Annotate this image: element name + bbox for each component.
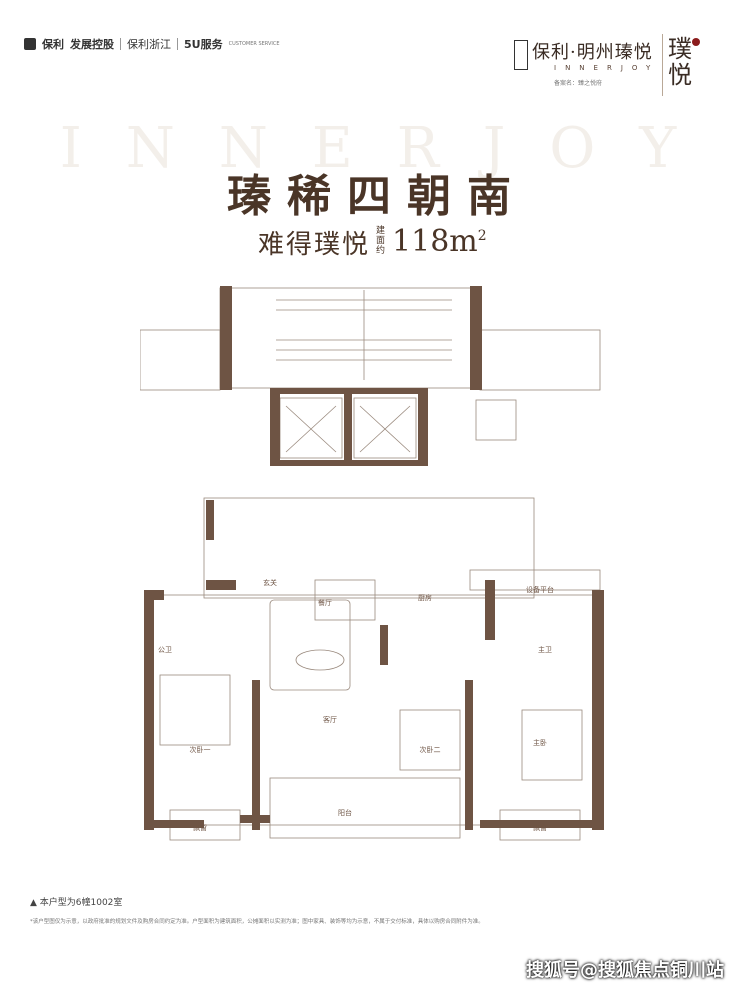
stair-core bbox=[219, 287, 481, 389]
subtitle-area-prefix: 建面约 bbox=[376, 226, 386, 256]
service-en: CUSTOMER SERVICE bbox=[228, 41, 280, 47]
seal-icon bbox=[692, 38, 700, 46]
developer-logo-icon bbox=[24, 38, 36, 50]
label-terrace: 阳台 bbox=[338, 808, 352, 817]
developer-brands: 保利 发展控股 保利浙江 5U服务 CUSTOMER SERVICE bbox=[24, 36, 280, 52]
subtitle: 难得璞悦 建面约 118m2 bbox=[258, 224, 487, 261]
brand-divider bbox=[120, 38, 121, 50]
floor-plan: 玄关 餐厅 厨房 设备平台 公卫 主卫 次卧一 次卧二 主卧 客厅 飘窗 飘窗 … bbox=[140, 286, 604, 841]
subtitle-area: 118m2 bbox=[392, 224, 487, 259]
service-logo: 5U服务 bbox=[184, 38, 223, 51]
project-badge-icon bbox=[514, 40, 528, 70]
elevator-2 bbox=[353, 397, 417, 459]
project-logo: 保利·明州瑧悦 INNERJOY 备案名：臻之悦府 璞悦 bbox=[508, 34, 718, 104]
label-bay1: 飘窗 bbox=[193, 823, 207, 832]
project-name: 保利·明州瑧悦 bbox=[532, 42, 653, 63]
label-balcony-equipment: 设备平台 bbox=[526, 585, 554, 594]
label-public-bath: 公卫 bbox=[158, 646, 172, 654]
project-logo-char: 璞悦 bbox=[668, 35, 692, 89]
background-watermark: INNERJOY bbox=[59, 116, 721, 181]
project-english: INNERJOY bbox=[554, 64, 660, 72]
label-kitchen: 厨房 bbox=[418, 593, 432, 602]
page-title: 瑧稀四朝南 bbox=[227, 171, 527, 222]
unit-note: ▲ 本户型为6幢1002室 bbox=[30, 898, 123, 908]
brand-divider bbox=[177, 38, 178, 50]
label-master-bath: 主卫 bbox=[538, 645, 552, 654]
source-watermark: 搜狐号@搜狐焦点铜川站 bbox=[526, 960, 724, 981]
project-divider bbox=[662, 34, 663, 96]
subtitle-main: 难得璞悦 bbox=[258, 230, 371, 260]
developer-logo-text: 保利 bbox=[42, 38, 64, 51]
developer-name: 发展控股 bbox=[70, 38, 114, 51]
label-bay2: 飘窗 bbox=[533, 823, 547, 832]
label-bedroom1: 次卧一 bbox=[190, 745, 211, 754]
project-registered-name: 备案名：臻之悦府 bbox=[554, 80, 603, 87]
disclaimer: *该户型图仅为示意，以政府批准的规划文件及购房合同约定为准。户型面积为建筑面积，… bbox=[30, 919, 484, 925]
branch-name: 保利浙江 bbox=[127, 38, 171, 51]
area-value: 118m bbox=[392, 224, 478, 259]
label-living: 客厅 bbox=[323, 715, 337, 724]
label-bedroom2: 次卧二 bbox=[420, 745, 441, 754]
label-dining: 餐厅 bbox=[318, 598, 332, 607]
label-entry: 玄关 bbox=[263, 578, 277, 587]
label-master-bedroom: 主卧 bbox=[533, 738, 547, 747]
area-unit: 2 bbox=[477, 228, 487, 244]
